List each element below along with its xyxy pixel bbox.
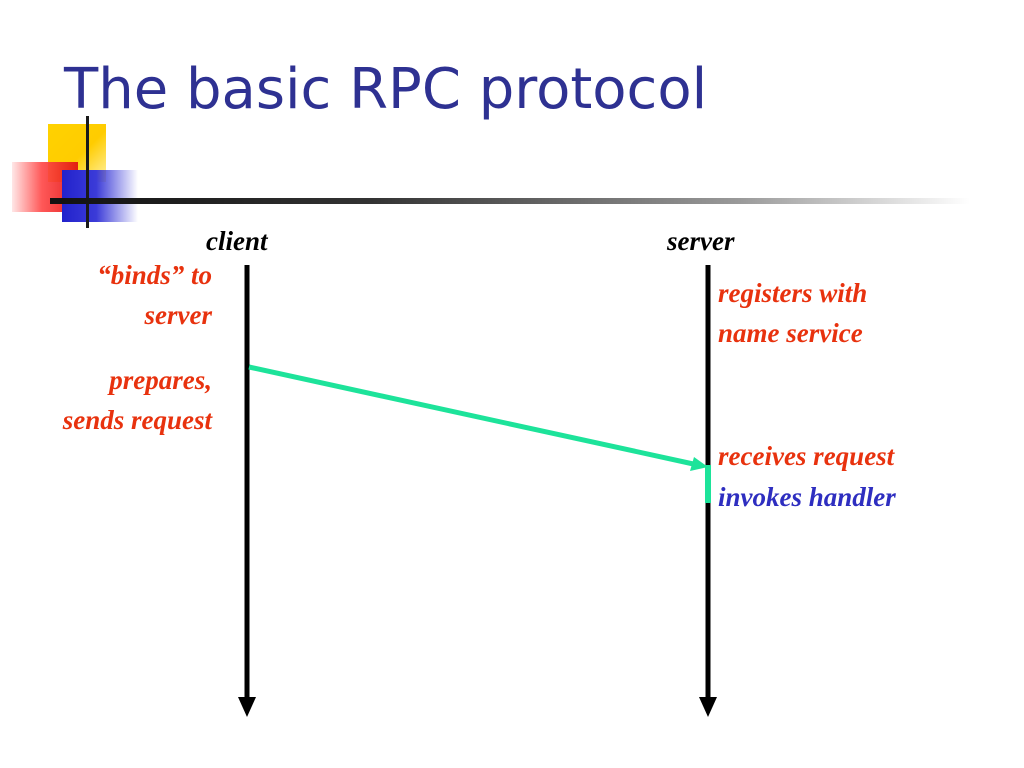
prepares-note-line-2: sends request [62, 405, 212, 435]
client-lane-label: client [206, 226, 268, 256]
registers-note-line-1: registers with [718, 278, 868, 308]
registers-name-service-note: registers with name service [718, 273, 867, 353]
invokes-handler-note: invokes handler [718, 482, 896, 512]
blue-square [62, 170, 138, 222]
prepares-request-note: prepares, sends request [10, 360, 212, 440]
title-underline-rule [50, 198, 970, 204]
receives-request-note: receives request [718, 441, 895, 471]
decorative-logo-squares [0, 110, 140, 230]
server-lane-label: server [667, 226, 735, 256]
registers-note-line-2: name service [718, 318, 863, 348]
binds-to-server-note: “binds” to server [40, 255, 212, 335]
request-message-arrowhead [690, 457, 708, 471]
client-timeline-arrowhead [238, 697, 256, 717]
server-timeline-arrowhead [699, 697, 717, 717]
request-message-arrow [248, 364, 699, 468]
prepares-note-line-1: prepares, [109, 365, 212, 395]
binds-note-line-2: server [144, 300, 212, 330]
logo-vertical-line [86, 116, 89, 228]
slide-title: The basic RPC protocol [64, 57, 708, 122]
binds-note-line-1: “binds” to [97, 260, 212, 290]
